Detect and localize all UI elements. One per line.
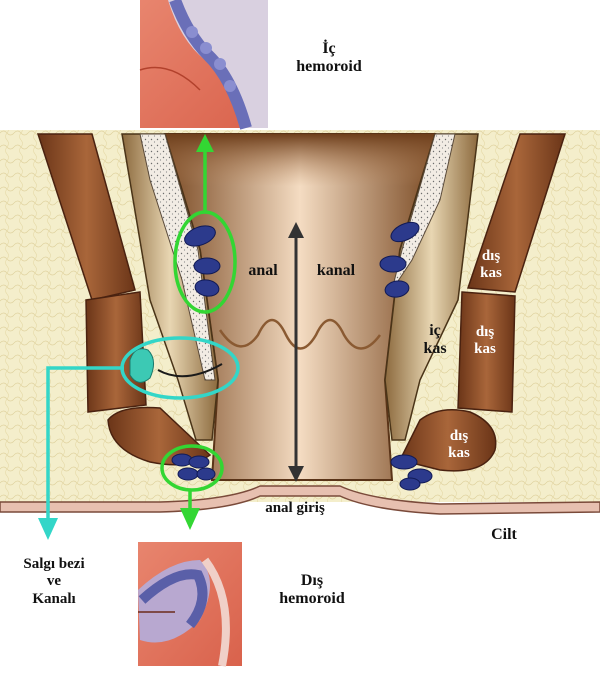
internal-hemorrhoid-marker <box>173 150 237 314</box>
right-external-muscles <box>398 133 567 472</box>
dentate-line <box>218 318 382 350</box>
internal-muscle-label: iç kas <box>414 322 456 359</box>
external-muscle-label-2: dış kas <box>462 324 508 359</box>
anal-entrance-label: anal giriş <box>265 500 325 516</box>
right-veins <box>379 221 433 491</box>
internal-hemorrhoid-label: İç hemoroid <box>274 40 384 77</box>
external-hemorrhoid-label-line-1: Dış <box>300 572 324 589</box>
gland-arrow <box>38 518 58 540</box>
external-hemorrhoid-marker <box>160 444 224 510</box>
skin-line <box>0 485 600 515</box>
external-muscle-2-line-1: dış <box>475 324 495 340</box>
external-muscle-1-line-1: dış <box>481 248 501 264</box>
internal-hemorrhoid-arrow <box>196 134 214 152</box>
external-hemorrhoid-label-line-2: hemoroid <box>279 590 345 608</box>
anal-label: anal <box>248 262 278 279</box>
canal-upper-shade <box>165 134 435 250</box>
internal-muscle-label-line-2: kas <box>423 340 447 358</box>
gland-label-line-1: Salgı bezi <box>23 556 85 572</box>
gland-duct <box>157 363 223 378</box>
skin-label: Cilt <box>491 526 517 543</box>
external-hemorrhoid-label: Dış hemoroid <box>262 572 362 609</box>
right-submucosa <box>391 133 456 291</box>
external-muscle-3-line-2: kas <box>448 445 470 462</box>
left-submucosa <box>139 133 216 381</box>
internal-hemorrhoid-label-line-1: İç <box>322 40 336 57</box>
external-hemorrhoid-photo <box>138 542 242 667</box>
external-hemorrhoid-arrow <box>180 508 200 530</box>
canal-length-arrow <box>288 222 304 482</box>
external-muscle-label-1: dış kas <box>468 248 514 283</box>
internal-hemorrhoid-veins <box>184 225 221 297</box>
internal-muscle-label-line-1: iç <box>429 322 441 339</box>
gland-marker <box>46 336 240 520</box>
external-muscle-2-line-2: kas <box>474 341 496 358</box>
gland-label-line-3: Kanalı <box>32 590 76 607</box>
external-muscle-1-line-2: kas <box>480 265 502 282</box>
gland-label-line-2: ve <box>46 573 62 590</box>
external-muscle-3-line-1: dış <box>449 428 469 444</box>
external-hemorrhoid-veins <box>171 453 216 481</box>
left-internal-sphincter <box>121 133 219 441</box>
external-muscle-label-3: dış kas <box>436 428 482 463</box>
canal-label: kanal <box>316 262 356 279</box>
internal-hemorrhoid-photo <box>139 0 268 130</box>
gland-label: Salgı bezi ve Kanalı <box>4 556 104 608</box>
gland <box>129 348 154 383</box>
internal-hemorrhoid-label-line-2: hemoroid <box>296 58 362 76</box>
